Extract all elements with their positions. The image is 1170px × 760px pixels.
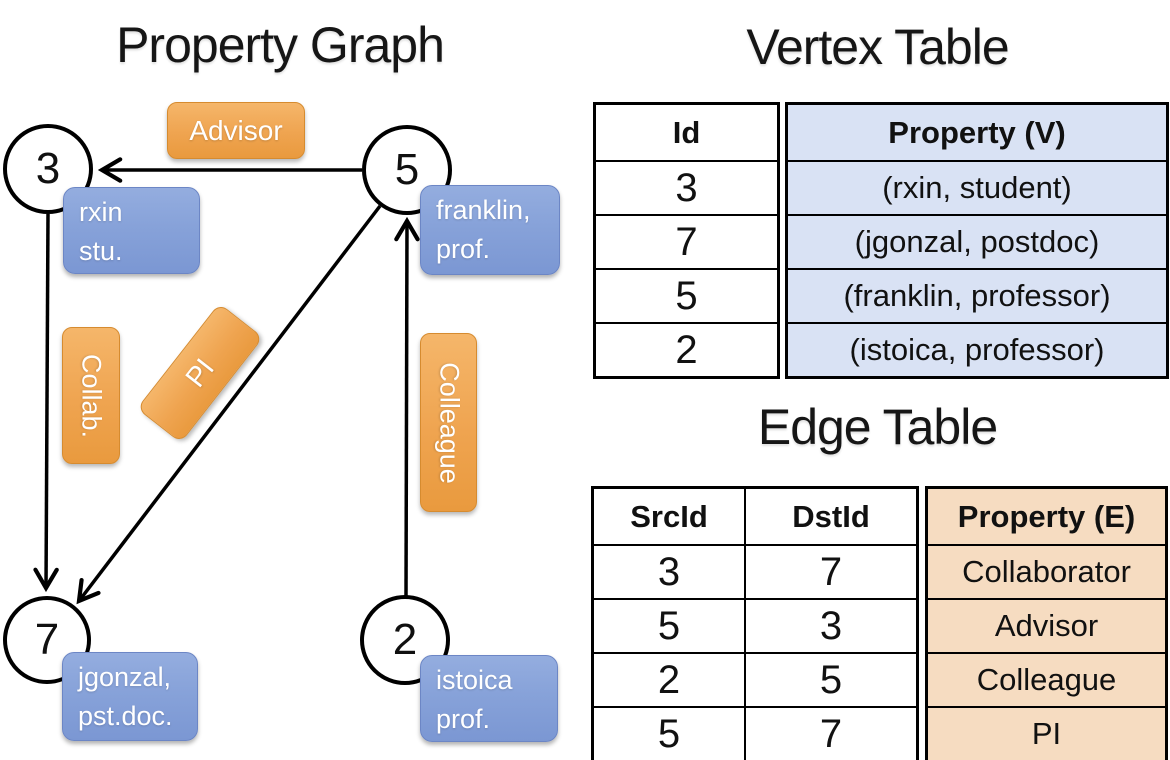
edge-table-property-header: Property (E) xyxy=(928,489,1165,544)
vertex-id-cell: 3 xyxy=(596,160,777,214)
edge-src-cell: 3 xyxy=(657,549,681,594)
node-5-circle: 5 xyxy=(362,125,452,215)
vertex-table-property-column: Property (V) (rxin, student) (jgonzal, p… xyxy=(785,102,1169,379)
edge-dst-cell: 5 xyxy=(744,654,916,706)
vertex-id-cell: 5 xyxy=(596,268,777,322)
edge-src-cell: 5 xyxy=(657,711,681,756)
edge-table-row: 5 3 xyxy=(594,598,916,652)
edge-label-colleague: Colleague xyxy=(420,333,477,512)
edge-5-to-7-line xyxy=(76,204,382,605)
edge-table-row: 2 5 xyxy=(594,652,916,706)
vertex-property-cell: (jgonzal, postdoc) xyxy=(788,214,1166,268)
property-graph-title: Property Graph xyxy=(116,17,445,73)
edge-table-header-row: SrcId DstId xyxy=(594,489,916,544)
edge-table-id-columns: SrcId DstId 3 7 5 3 2 5 xyxy=(591,486,919,760)
vertex-table-title: Vertex Table xyxy=(746,19,1009,75)
vertex-property-cell: (istoica, professor) xyxy=(788,322,1166,376)
edge-label-advisor: Advisor xyxy=(167,102,305,159)
edge-label-collab: Collab. xyxy=(62,327,120,464)
edge-dst-cell: 3 xyxy=(744,600,916,652)
edge-table-srcid-header: SrcId xyxy=(630,498,708,534)
node-3-property-line1: rxin xyxy=(79,197,123,227)
node-3-property-line2: stu. xyxy=(79,236,123,266)
edge-label-advisor-text: Advisor xyxy=(189,114,283,146)
node-5-property-line1: franklin, xyxy=(436,195,531,225)
edge-dst-cell: 7 xyxy=(744,708,916,760)
vertex-property-cell: (rxin, student) xyxy=(788,160,1166,214)
node-7-property-line1: jgonzal, xyxy=(78,662,172,692)
node-2-id: 2 xyxy=(392,615,418,664)
node-5-property-line2: prof. xyxy=(436,234,491,264)
node-7-property-box: jgonzal, pst.doc. xyxy=(62,652,198,741)
node-2-property-box: istoica prof. xyxy=(420,655,558,742)
node-5-property-box: franklin, prof. xyxy=(420,185,560,275)
node-3-property-box: rxin stu. xyxy=(63,187,200,274)
edge-src-cell: 5 xyxy=(657,603,681,648)
node-5-id: 5 xyxy=(394,145,420,194)
node-7-id: 7 xyxy=(34,615,60,664)
node-3-id: 3 xyxy=(35,144,61,193)
edge-property-cell: Collaborator xyxy=(928,544,1165,598)
node-7-property-line2: pst.doc. xyxy=(78,701,173,731)
edge-table: SrcId DstId 3 7 5 3 2 5 xyxy=(591,486,1168,760)
node-2-circle: 2 xyxy=(360,595,450,685)
edge-label-pi-text: PI xyxy=(179,352,220,393)
vertex-id-cell: 7 xyxy=(596,214,777,268)
graph-edges xyxy=(33,157,420,605)
edge-table-title: Edge Table xyxy=(757,399,998,455)
edge-3-to-7-line xyxy=(33,213,59,593)
vertex-id-cell: 2 xyxy=(596,322,777,376)
edge-label-collab-text: Collab. xyxy=(76,353,107,438)
edge-table-property-column: Property (E) Collaborator Advisor Collea… xyxy=(925,486,1168,760)
edge-2-to-5-line xyxy=(394,216,420,597)
edge-property-cell: Colleague xyxy=(928,652,1165,706)
edge-dst-cell: 7 xyxy=(744,546,916,598)
vertex-property-cell: (franklin, professor) xyxy=(788,268,1166,322)
edge-src-cell: 2 xyxy=(657,657,681,702)
vertex-table-id-header: Id xyxy=(672,114,701,150)
edge-property-cell: PI xyxy=(928,706,1165,760)
edge-label-colleague-text: Colleague xyxy=(434,361,464,484)
vertex-table-property-header: Property (V) xyxy=(788,105,1166,160)
edge-property-cell: Advisor xyxy=(928,598,1165,652)
vertex-table: Id 3 7 5 2 Property (V) (rxin, student) … xyxy=(593,102,1169,379)
edge-table-dstid-header: DstId xyxy=(744,489,916,544)
edge-table-row: 5 7 xyxy=(594,706,916,760)
edge-table-row: 3 7 xyxy=(594,544,916,598)
node-2-property-line1: istoica xyxy=(436,665,513,695)
vertex-table-id-column: Id 3 7 5 2 xyxy=(593,102,780,379)
node-2-property-line2: prof. xyxy=(436,704,491,734)
